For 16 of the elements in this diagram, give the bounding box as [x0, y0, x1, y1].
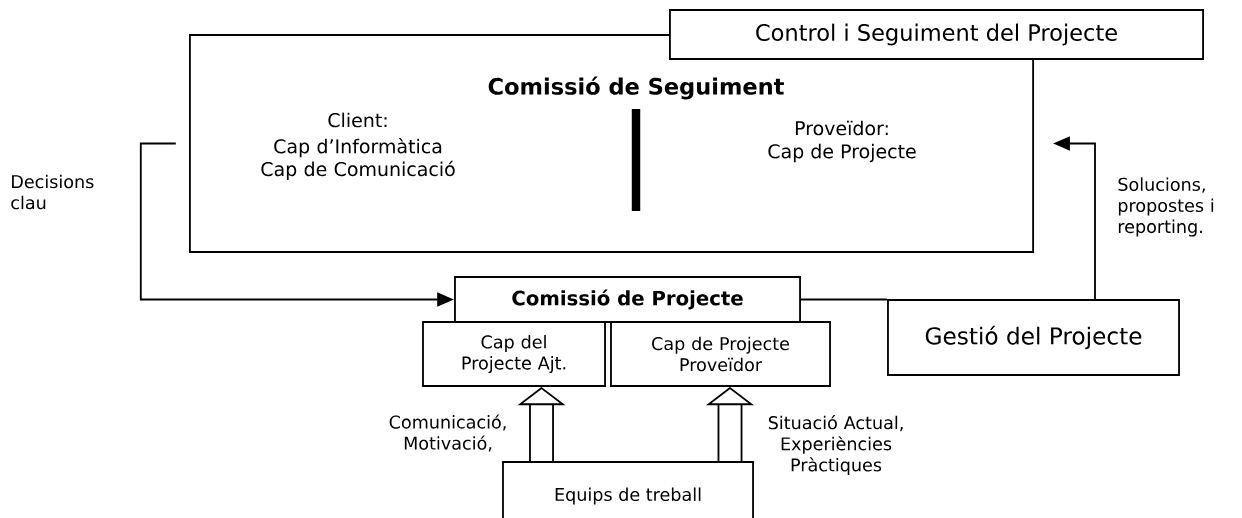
member-text: Cap d’Informàtica Cap de Comunicació	[261, 138, 455, 180]
process-box: Gestió del Projecte	[887, 299, 1180, 376]
connector-line	[800, 298, 888, 301]
edge-label: Comunicació, Motivació,	[389, 414, 506, 452]
member-text: Client:	[328, 112, 387, 128]
member-text: Cap de Projecte	[768, 143, 916, 163]
edge-label: Decisions clau	[11, 174, 94, 210]
process-box: Control i Seguiment del Projecte	[669, 9, 1204, 60]
member-text: Proveïdor:	[795, 120, 888, 136]
process-box: Cap del Projecte Ajt.	[422, 321, 606, 387]
box-heading: Comissió de Seguiment	[488, 76, 784, 100]
process-box: Comissió de Projecte	[454, 276, 801, 323]
edge-label: Situació Actual, Experiències Pràctiques	[768, 415, 903, 475]
process-box: Cap de Projecte Proveïdor	[610, 321, 831, 387]
process-box: Equips de treball	[502, 461, 754, 518]
edge-label: Solucions, propostes i reporting.	[1118, 177, 1214, 237]
